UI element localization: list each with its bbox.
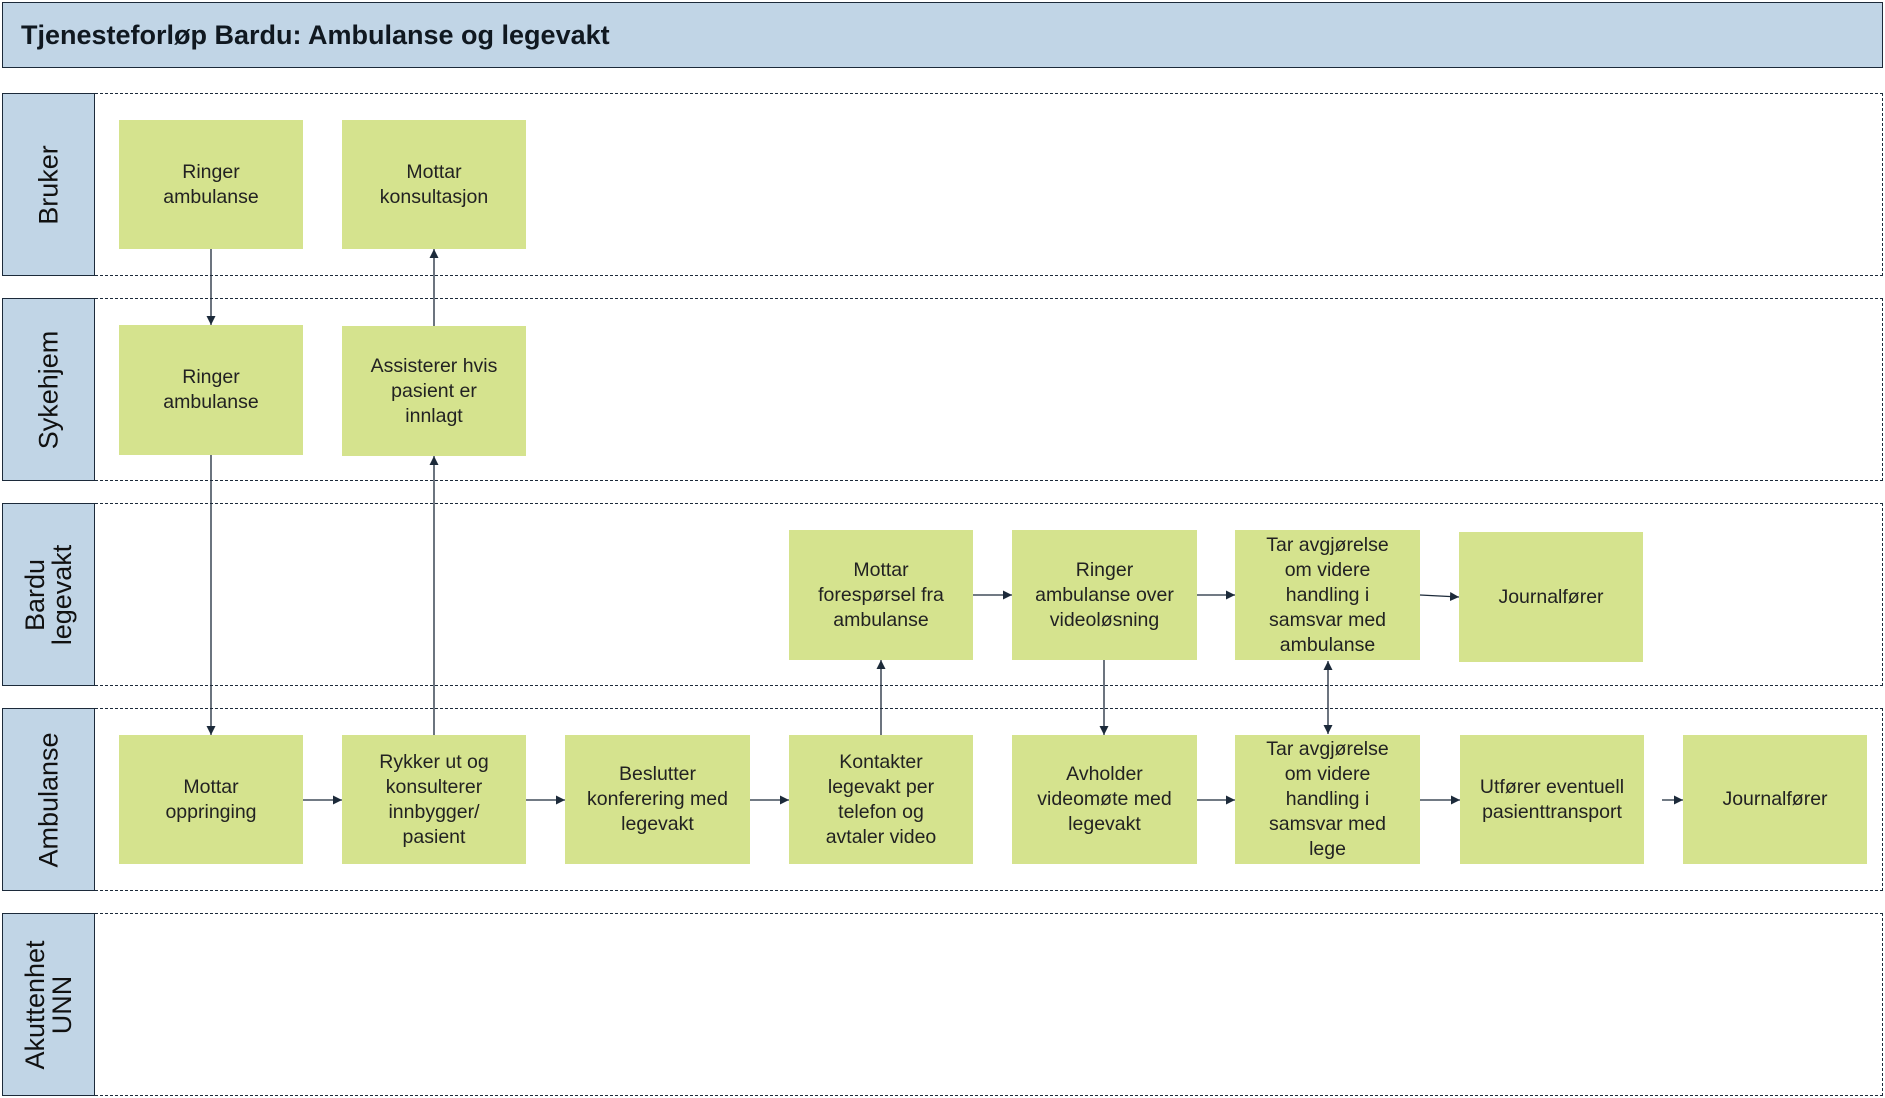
lane-label-ambulanse: Ambulanse xyxy=(2,708,95,891)
lane-akuttenhet-unn xyxy=(95,913,1883,1096)
step-legevakt-ringer-ambulanse[interactable]: Ringer ambulanse over videoløsning xyxy=(1012,530,1197,660)
step-ambulanse-tar-avgjorelse[interactable]: Tar avgjørelse om videre handling i sams… xyxy=(1235,735,1420,864)
lane-bardu-legevakt xyxy=(95,503,1883,686)
lane-ambulanse xyxy=(95,708,1883,891)
step-ambulanse-rykker-ut[interactable]: Rykker ut og konsulterer innbygger/ pasi… xyxy=(342,735,526,864)
lane-label-akuttenhet-unn: Akuttenhet UNN xyxy=(2,913,95,1096)
step-ambulanse-journalforer[interactable]: Journalfører xyxy=(1683,735,1867,864)
step-legevakt-mottar-foresporsel[interactable]: Mottar forespørsel fra ambulanse xyxy=(789,530,973,660)
step-ambulanse-kontakter-legevakt[interactable]: Kontakter legevakt per telefon og avtale… xyxy=(789,735,973,864)
lane-label-text: Bruker xyxy=(33,144,63,225)
step-ambulanse-avholder-videomote[interactable]: Avholder videomøte med legevakt xyxy=(1012,735,1197,864)
lane-sykehjem xyxy=(95,298,1883,481)
step-legevakt-tar-avgjorelse[interactable]: Tar avgjørelse om videre handling i sams… xyxy=(1235,530,1420,660)
step-legevakt-journalforer[interactable]: Journalfører xyxy=(1459,532,1643,662)
step-bruker-ringer-ambulanse[interactable]: Ringer ambulanse xyxy=(119,120,303,249)
lane-label-sykehjem: Sykehjem xyxy=(2,298,95,481)
lane-label-text: Bardu legevakt xyxy=(19,544,77,645)
diagram-title: Tjenesteforløp Bardu: Ambulanse og legev… xyxy=(2,2,1883,68)
lane-bruker xyxy=(95,93,1883,276)
lane-label-bruker: Bruker xyxy=(2,93,95,276)
lane-label-bardu-legevakt: Bardu legevakt xyxy=(2,503,95,686)
lane-label-text: Akuttenhet UNN xyxy=(19,939,77,1070)
step-ambulanse-utforer-transport[interactable]: Utfører eventuell pasienttransport xyxy=(1460,735,1644,864)
step-ambulanse-mottar-oppringing[interactable]: Mottar oppringing xyxy=(119,735,303,864)
lane-label-text: Sykehjem xyxy=(33,330,63,449)
lane-label-text: Ambulanse xyxy=(33,731,63,868)
step-bruker-mottar-konsultasjon[interactable]: Mottar konsultasjon xyxy=(342,120,526,249)
step-ambulanse-beslutter-konferering[interactable]: Beslutter konferering med legevakt xyxy=(565,735,750,864)
step-sykehjem-ringer-ambulanse[interactable]: Ringer ambulanse xyxy=(119,325,303,455)
step-sykehjem-assisterer[interactable]: Assisterer hvis pasient er innlagt xyxy=(342,326,526,456)
